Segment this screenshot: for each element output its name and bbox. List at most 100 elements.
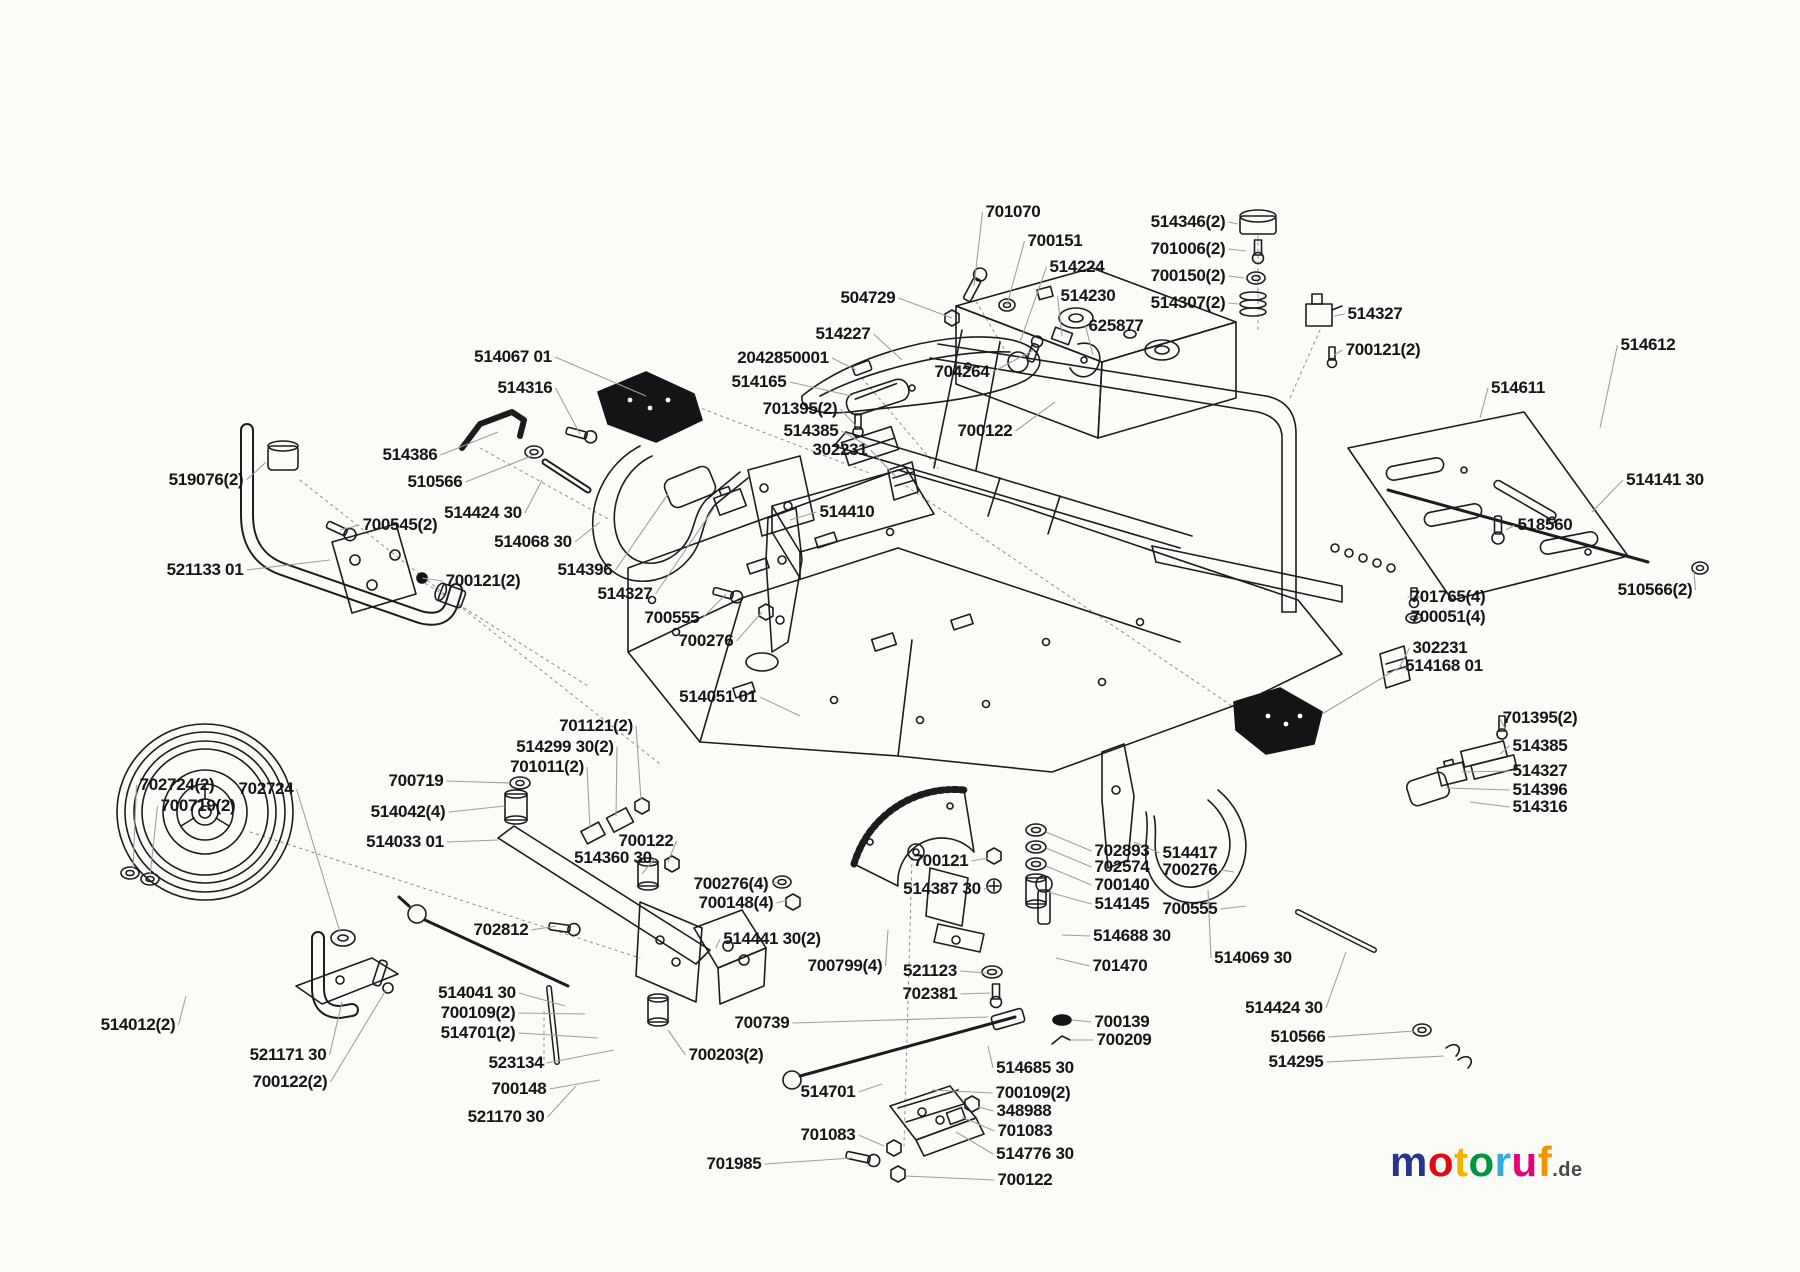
watermark-letter: o: [1427, 1138, 1455, 1185]
part-label: 700150(2): [1150, 266, 1226, 285]
part-label: 514168 01: [1405, 656, 1483, 675]
part-label: 701765(4): [1410, 587, 1486, 606]
part-label: 514307(2): [1150, 293, 1226, 312]
watermark-letter: r: [1494, 1138, 1512, 1185]
part-label: 701395(2): [762, 399, 838, 418]
watermark-letter: u: [1511, 1138, 1538, 1185]
part-label: 514385: [783, 421, 839, 440]
part-label: 700276: [1162, 860, 1218, 879]
part-label: 702724: [238, 779, 294, 798]
part-label: 700122: [618, 831, 674, 850]
part-label: 701083: [800, 1125, 856, 1144]
part-label: 700719(2): [160, 796, 236, 815]
left-pedal-hanger: [591, 445, 815, 653]
part-label: 700148: [491, 1079, 547, 1098]
part-label: 514385: [1512, 736, 1568, 755]
small-linkage-parts: [325, 409, 919, 621]
part-label: 510566(2): [1617, 580, 1693, 599]
part-label: 514410: [819, 502, 875, 521]
front-wheel: [116, 723, 294, 901]
part-label: 521123: [903, 961, 957, 980]
part-label: 518560: [1517, 515, 1573, 534]
part-label: 2042850001: [737, 348, 829, 367]
rear-frame-rails: [833, 431, 1343, 603]
right-hardware-cluster: [1379, 645, 1518, 807]
part-label: 701985: [706, 1154, 762, 1173]
part-label: 514386: [382, 445, 438, 464]
part-label: 700122: [957, 421, 1013, 440]
part-label: 514041 30: [438, 983, 516, 1002]
part-label: 514441 30(2): [723, 929, 821, 948]
tank-hardware: [1239, 209, 1343, 369]
part-label: 514346(2): [1150, 212, 1226, 231]
part-label: 302231: [812, 440, 868, 459]
part-label: 700799(4): [807, 956, 883, 975]
part-label: 514387 30: [903, 879, 981, 898]
part-label: 700122: [997, 1170, 1053, 1189]
part-label: 514685 30: [996, 1058, 1074, 1077]
part-label: 514327: [1512, 761, 1568, 780]
part-label: 701395(2): [1502, 708, 1578, 727]
part-label: 701470: [1092, 956, 1148, 975]
part-label: 514327: [597, 584, 653, 603]
part-label: 700719: [388, 771, 444, 790]
part-label: 700148(4): [698, 893, 774, 912]
watermark-letter: m: [1390, 1138, 1428, 1185]
part-label: 302231: [1412, 638, 1468, 657]
part-label: 514612: [1620, 335, 1676, 354]
part-label: 700121(2): [1345, 340, 1421, 359]
part-label: 701006(2): [1150, 239, 1226, 258]
part-label: 700140: [1094, 875, 1150, 894]
part-label: 514051 01: [679, 687, 757, 706]
right-pedal-hanger: [1101, 743, 1473, 1069]
part-label: 514069 30: [1214, 948, 1292, 967]
part-label: 702574: [1094, 857, 1150, 876]
part-label: 700276(4): [693, 874, 769, 893]
fuel-tank: [929, 267, 1297, 613]
part-label: 510566: [1270, 1027, 1326, 1046]
front-axle-beam: [497, 776, 801, 1027]
part-label: 514165: [731, 372, 787, 391]
part-label: 514230: [1060, 286, 1116, 305]
part-label: 700122(2): [252, 1072, 328, 1091]
part-label: 519076(2): [168, 470, 244, 489]
part-label: 701070: [985, 202, 1041, 221]
part-label: 700209: [1096, 1030, 1152, 1049]
watermark-brand-text: motoruf: [1390, 1138, 1552, 1185]
part-label: 702812: [473, 920, 529, 939]
rear-mount-plate: [1330, 411, 1709, 624]
part-label: 523134: [488, 1053, 544, 1072]
part-label: 521171 30: [249, 1045, 327, 1064]
part-label: 514701: [800, 1082, 856, 1101]
part-label: 702893: [1094, 841, 1150, 860]
part-label: 514141 30: [1626, 470, 1704, 489]
sector-gear: [850, 786, 1053, 1009]
part-label: 514396: [1512, 780, 1568, 799]
part-label: 514776 30: [996, 1144, 1074, 1163]
part-label: 348988: [996, 1101, 1052, 1120]
part-label: 514295: [1268, 1052, 1324, 1071]
part-label: 504729: [840, 288, 896, 307]
part-label: 700121(2): [445, 571, 521, 590]
part-label: 514068 30: [494, 532, 572, 551]
watermark-domain-suffix: .de: [1552, 1159, 1583, 1181]
part-label: 700121: [913, 851, 969, 870]
part-label: 700203(2): [688, 1045, 764, 1064]
part-label: 702724(2): [139, 775, 215, 794]
watermark-letter: t: [1454, 1138, 1469, 1185]
part-label: 701083: [997, 1121, 1053, 1140]
part-label: 700555: [1162, 899, 1218, 918]
part-label: 514327: [1347, 304, 1403, 323]
part-label: 514145: [1094, 894, 1150, 913]
part-label: 514067 01: [474, 347, 552, 366]
pivot-washer-stack: [986, 823, 1047, 909]
part-label: 514360 30: [574, 848, 652, 867]
watermark-logo: motoruf.de: [1390, 1138, 1583, 1186]
part-label: 514012(2): [100, 1015, 176, 1034]
part-label: 700109(2): [995, 1083, 1071, 1102]
part-label: 514611: [1491, 378, 1545, 397]
part-label: 514316: [1512, 797, 1568, 816]
part-label: 701121(2): [559, 716, 633, 735]
